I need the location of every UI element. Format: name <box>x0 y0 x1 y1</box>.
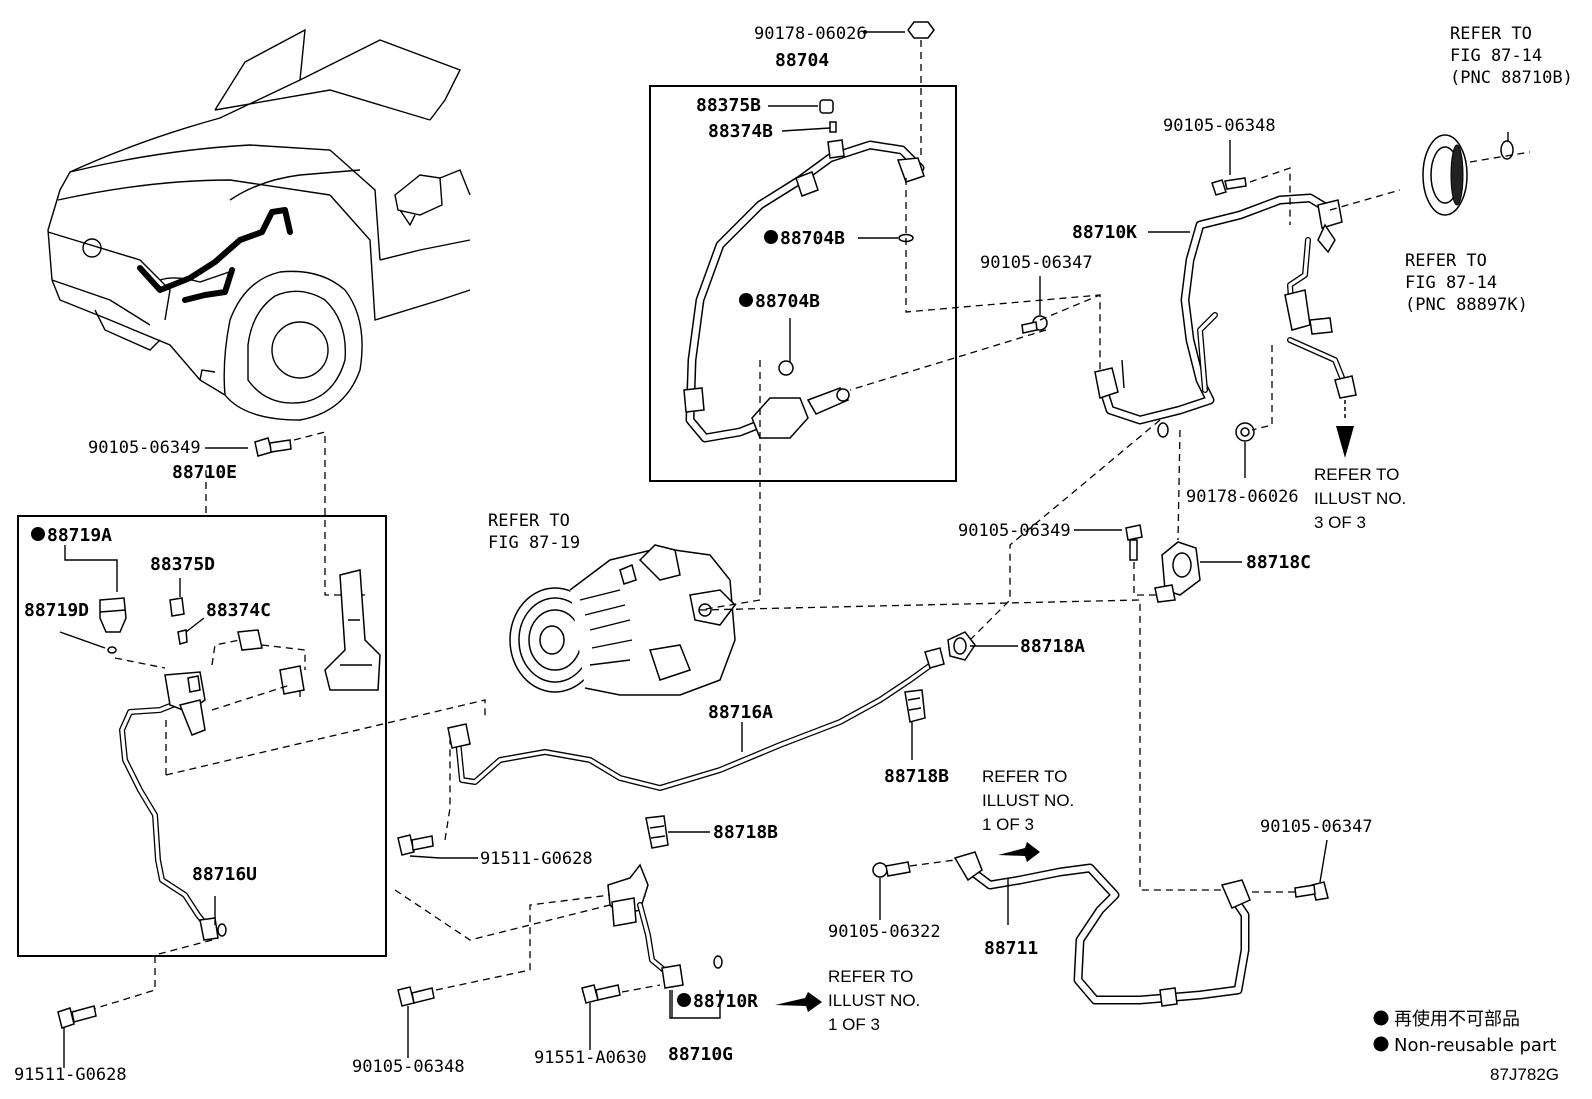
leader-lines <box>59 105 1328 1068</box>
cap-88375D <box>169 597 185 617</box>
core-88374C <box>177 629 188 645</box>
label-88710E: 88710E <box>172 462 237 483</box>
label-88719D: 88719D <box>24 600 89 621</box>
refer-fig-87-14-a-line2: FIG 87-14 <box>1450 46 1542 66</box>
refer-fig-87-19-line1: REFER TO <box>488 511 570 531</box>
pipe-88716A <box>447 647 945 791</box>
arrow-down-icon <box>1336 400 1354 458</box>
label-88716A: 88716A <box>708 702 773 723</box>
pipe-88710K <box>1094 193 1357 442</box>
refer-fig-87-14-b-line2: FIG 87-14 <box>1405 273 1497 293</box>
refer-illust-1-b-line3: 1 OF 3 <box>828 1015 880 1034</box>
label-88716U: 88716U <box>192 864 257 885</box>
bolt-90105-06349-right <box>1125 524 1143 561</box>
label-91511-G0628-bottom: 91511-G0628 <box>14 1065 127 1085</box>
assembly-box-88704 <box>649 85 957 482</box>
clamp-88718B-lower <box>645 815 669 849</box>
bolt-91511-G0628-bottom <box>57 1005 97 1029</box>
label-88718B-a: 88718B <box>884 766 949 787</box>
bracket-88710G <box>607 863 723 989</box>
non-reusable-dot <box>677 993 691 1007</box>
bolt-91551-A0630 <box>581 984 621 1004</box>
label-88718C: 88718C <box>1246 552 1311 573</box>
label-88718B-b: 88718B <box>713 822 778 843</box>
legend-line-ja: 再使用不可部品 <box>1394 1009 1520 1030</box>
clip-88374C-bracket <box>237 629 305 695</box>
pipe-88711 <box>953 851 1251 1007</box>
refer-illust-1-a-line2: ILLUST NO. <box>982 791 1074 810</box>
refer-illust-1-b-line2: ILLUST NO. <box>828 991 920 1010</box>
arrow-right-icon-bottom <box>775 992 822 1012</box>
label-88704B-b: 88704B <box>755 291 820 312</box>
label-88704B-a: 88704B <box>780 228 845 249</box>
pipe-88716U <box>119 671 227 941</box>
label-88374B: 88374B <box>708 121 773 142</box>
label-88375D: 88375D <box>150 554 215 575</box>
refer-illust-1-a-line1: REFER TO <box>982 767 1067 786</box>
refer-fig-87-19-line2: FIG 87-19 <box>488 533 580 553</box>
label-88719A: 88719A <box>47 525 112 546</box>
label-90105-06322: 90105-06322 <box>828 922 941 942</box>
non-reusable-dot <box>764 230 778 244</box>
label-88375B: 88375B <box>696 95 761 116</box>
label-91511-G0628-mid: 91511-G0628 <box>480 849 593 869</box>
refer-illust-3-line3: 3 OF 3 <box>1314 513 1366 532</box>
clamp-88718A <box>947 631 976 661</box>
bolt-90105-06322 <box>872 861 911 878</box>
label-90105-06349-right: 90105-06349 <box>958 521 1071 541</box>
legend-line-en: Non-reusable part <box>1394 1035 1556 1056</box>
compressor-illustration <box>509 544 736 696</box>
legend-dot-icon <box>1373 1036 1389 1052</box>
refer-notes: REFER TO FIG 87-14 (PNC 88710B) REFER TO… <box>488 24 1573 1034</box>
switch-88719D <box>99 597 127 654</box>
label-90105-06348-top: 90105-06348 <box>1163 116 1276 136</box>
refer-fig-87-14-b-line1: REFER TO <box>1405 251 1487 271</box>
label-90105-06348-bottom: 90105-06348 <box>352 1057 465 1077</box>
bolt-90105-06347 <box>1021 315 1048 334</box>
label-90105-06347-b: 90105-06347 <box>1260 817 1373 837</box>
hose-88704 <box>683 99 925 443</box>
bolt-90105-06347-b <box>1294 881 1329 901</box>
bolt-90105-06348-bottom <box>397 986 435 1007</box>
refer-fig-87-14-a-line1: REFER TO <box>1450 24 1532 44</box>
refer-illust-3-line2: ILLUST NO. <box>1314 489 1406 508</box>
bolt-90105-06349-left <box>254 437 292 457</box>
label-88710G: 88710G <box>668 1044 733 1065</box>
figure-code: 87J782G <box>1490 1065 1559 1084</box>
clamp-88718C <box>1154 541 1201 603</box>
label-88704: 88704 <box>775 50 829 71</box>
refer-illust-3-line1: REFER TO <box>1314 465 1399 484</box>
bolt-90105-06348-top <box>1211 177 1247 196</box>
refer-fig-87-14-a-line3: (PNC 88710B) <box>1450 68 1573 88</box>
legend-dot-icon <box>1373 1010 1389 1026</box>
label-91551-A0630: 91551-A0630 <box>534 1048 647 1068</box>
part-labels: 90178-06026 88704 88375B 88374B 88704B 8… <box>14 24 1373 1085</box>
arrow-right-icon-upper <box>998 842 1040 862</box>
legend: 再使用不可部品 Non-reusable part 87J782G <box>1373 1009 1559 1084</box>
label-90105-06349-left: 90105-06349 <box>88 438 201 458</box>
assembly-box-88710E <box>17 515 387 957</box>
label-90178-06026-top: 90178-06026 <box>754 24 867 44</box>
bracket-88710E <box>324 569 381 691</box>
label-88710R: 88710R <box>693 991 758 1012</box>
label-90178-06026-right: 90178-06026 <box>1186 487 1299 507</box>
non-reusable-dot <box>31 527 45 541</box>
bolt-90178-06026-top <box>863 21 935 39</box>
label-90105-06347-a: 90105-06347 <box>980 253 1093 273</box>
grommet-plate <box>1422 134 1514 216</box>
refer-illust-1-b-line1: REFER TO <box>828 967 913 986</box>
label-88710K: 88710K <box>1072 222 1137 243</box>
clamp-88718B-upper <box>904 689 926 723</box>
label-88711: 88711 <box>984 938 1038 959</box>
refer-fig-87-14-b-line3: (PNC 88897K) <box>1405 295 1528 315</box>
vehicle-illustration <box>47 28 471 421</box>
refer-illust-1-a-line3: 1 OF 3 <box>982 815 1034 834</box>
label-88718A: 88718A <box>1020 636 1085 657</box>
bolt-91511-G0628-mid <box>397 834 434 856</box>
non-reusable-dot <box>739 293 753 307</box>
label-88374C: 88374C <box>206 600 271 621</box>
